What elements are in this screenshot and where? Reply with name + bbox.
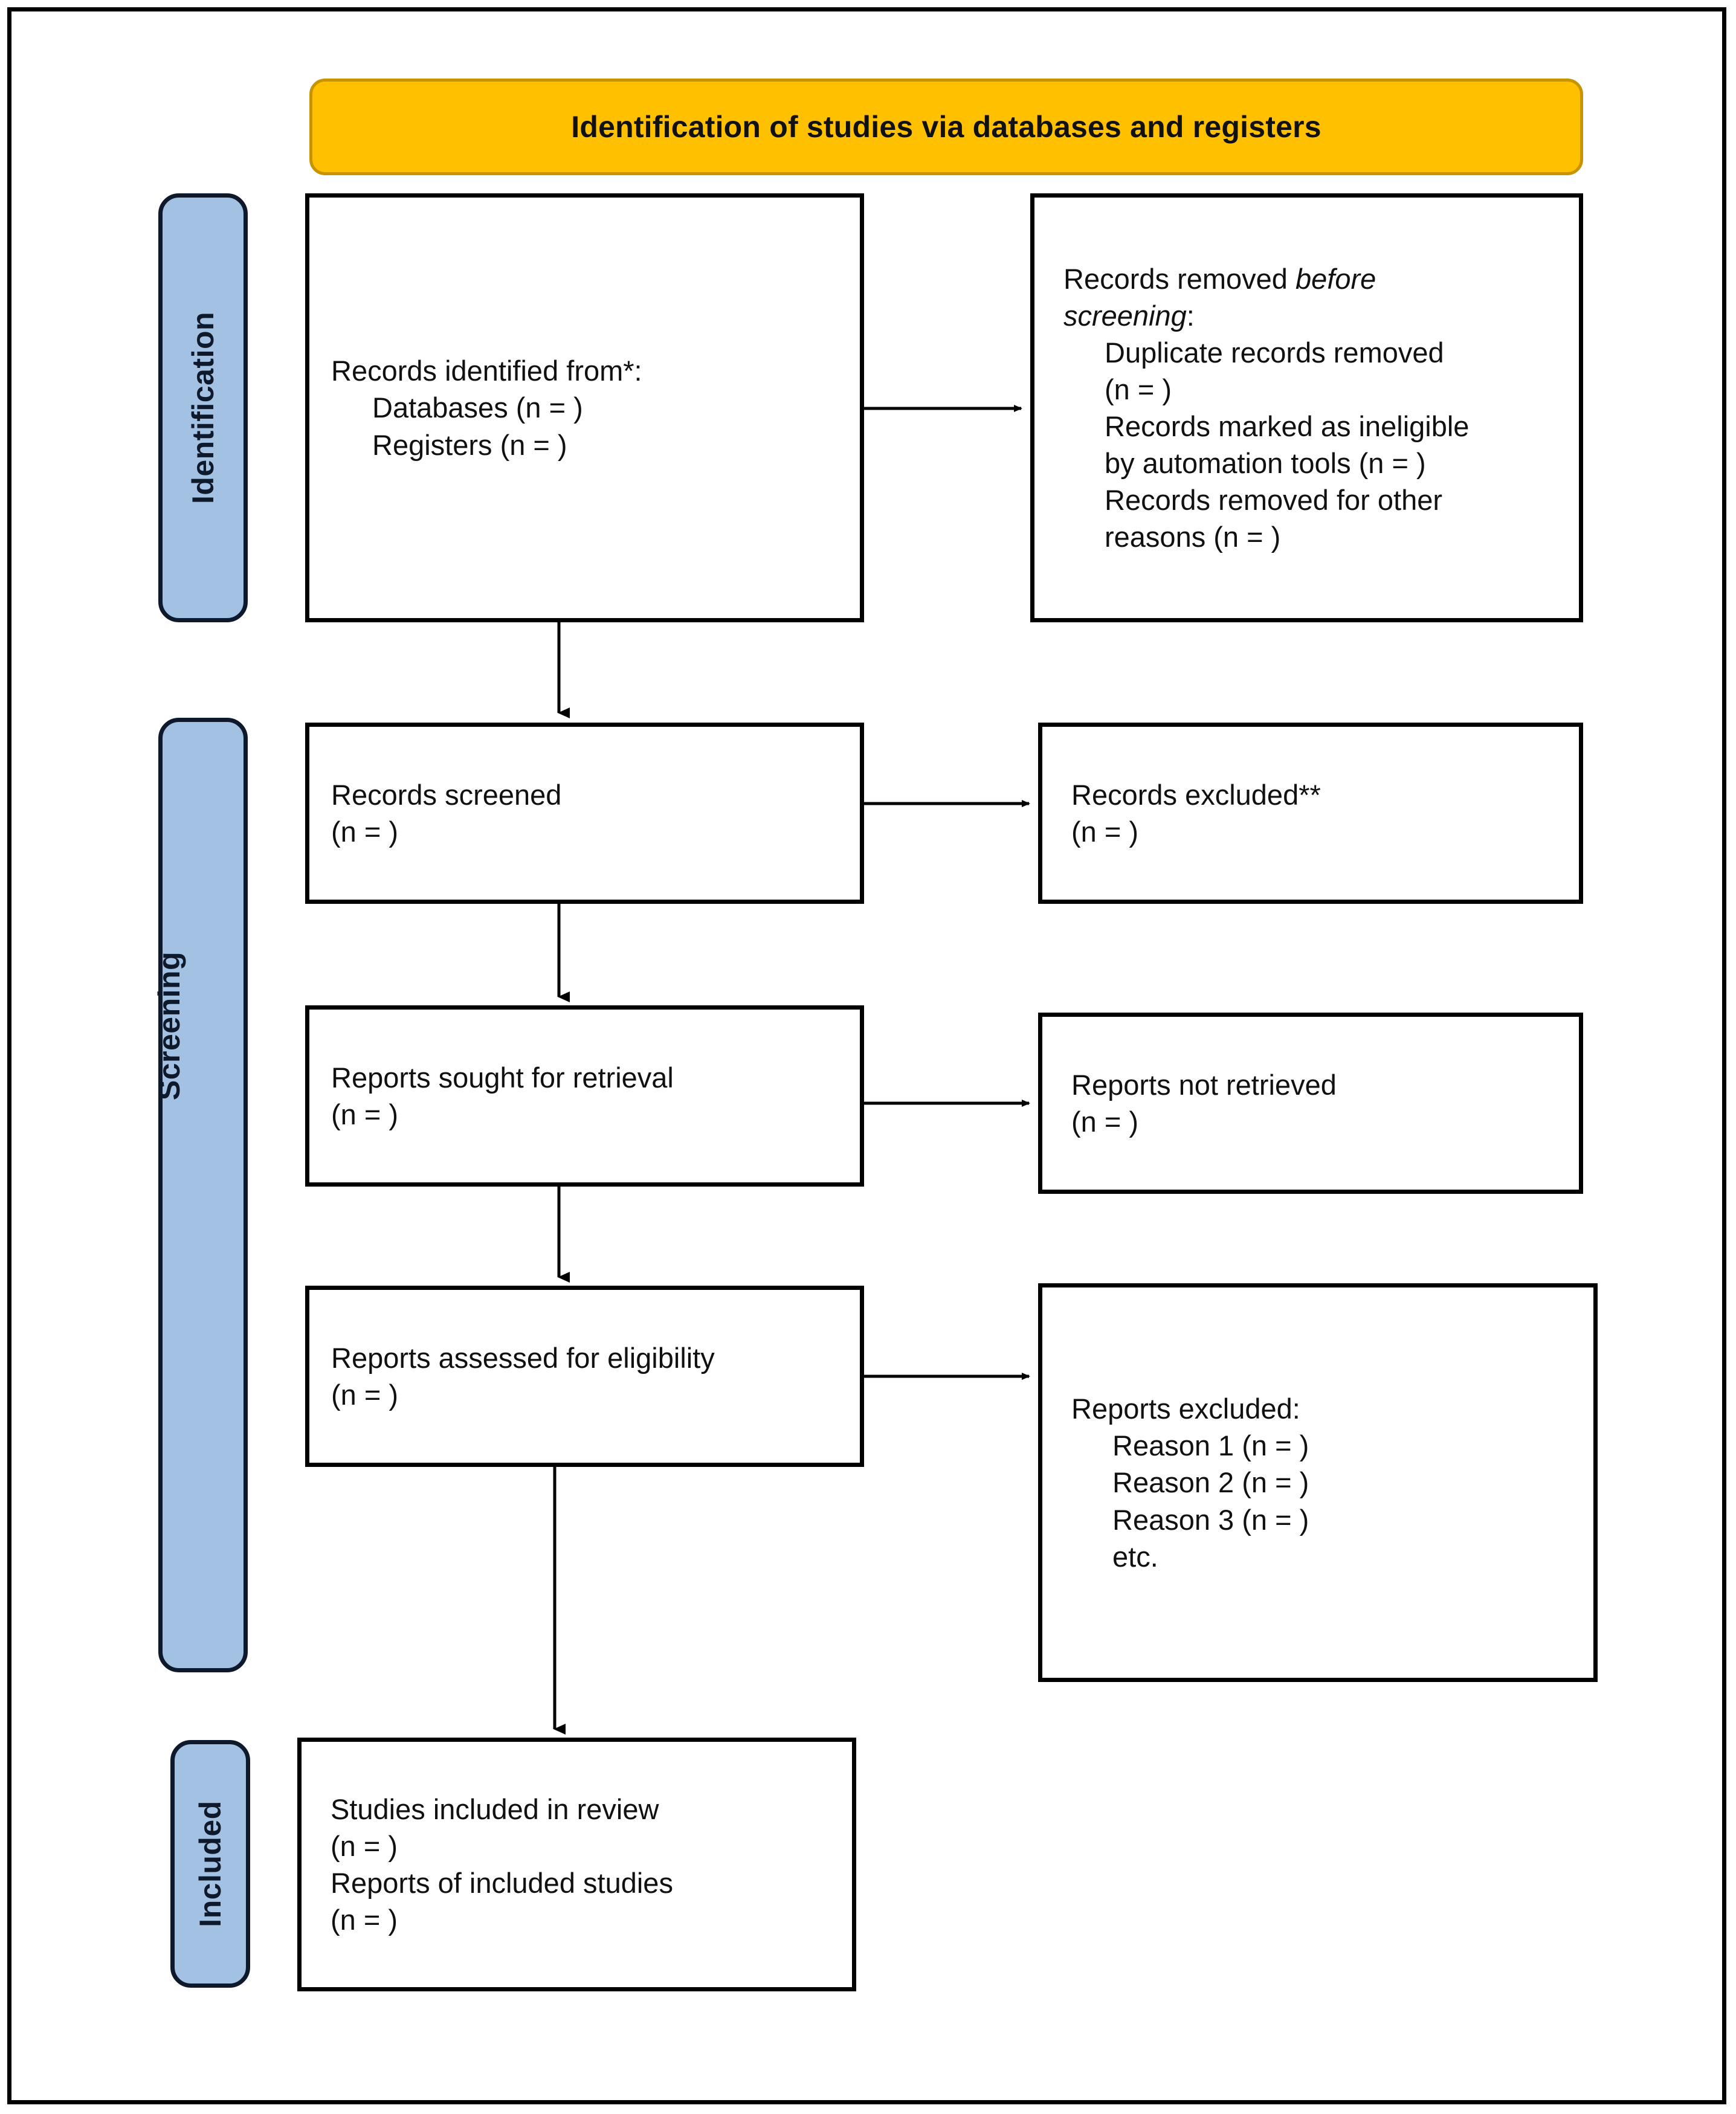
stage-bar-included: Included xyxy=(170,1740,250,1988)
box-reports-not-retrieved-content: Reports not retrieved (n = ) xyxy=(1042,1066,1579,1140)
text-line: (n = ) xyxy=(1105,373,1172,405)
text-line: Studies included in review xyxy=(331,1793,659,1825)
text-line: (n = ) xyxy=(331,1098,399,1130)
text-line: etc. xyxy=(1112,1540,1158,1573)
stage-label-included: Included xyxy=(193,1800,228,1927)
text-line: Records marked as ineligible xyxy=(1105,410,1470,442)
text-line: Reports of included studies xyxy=(331,1867,673,1899)
stage-bar-screening: Screening xyxy=(152,718,248,1672)
text-line: (n = ) xyxy=(331,816,399,848)
text-line: Registers (n = ) xyxy=(372,428,567,461)
box-reports-assessed: Reports assessed for eligibility (n = ) xyxy=(305,1286,864,1467)
text-line: Records screened xyxy=(331,778,562,811)
box-records-identified-content: Records identified from*: Databases (n =… xyxy=(309,352,860,463)
text-line: reasons (n = ) xyxy=(1105,521,1281,553)
text-line: screening: xyxy=(1063,297,1563,334)
text-line: Databases (n = ) xyxy=(372,392,583,424)
stage-bar-identification: Identification xyxy=(158,193,248,622)
stage-label-identification: Identification xyxy=(186,311,221,504)
box-records-screened: Records screened (n = ) xyxy=(305,723,864,904)
text-line: (n = ) xyxy=(331,1904,398,1936)
text-line: Duplicate records removed xyxy=(1105,336,1444,369)
text-line: Reason 2 (n = ) xyxy=(1112,1466,1309,1499)
text-line: Reports assessed for eligibility xyxy=(331,1341,715,1374)
box-records-removed: Records removed before screening: Duplic… xyxy=(1030,193,1583,622)
text-line: Reports excluded: xyxy=(1071,1393,1300,1425)
box-studies-included: Studies included in review (n = ) Report… xyxy=(297,1738,856,1991)
box-records-removed-content: Records removed before screening: Duplic… xyxy=(1034,260,1579,556)
box-reports-sought-content: Reports sought for retrieval (n = ) xyxy=(309,1059,860,1133)
box-reports-assessed-content: Reports assessed for eligibility (n = ) xyxy=(309,1339,860,1413)
page-border xyxy=(7,7,1726,2104)
box-reports-not-retrieved: Reports not retrieved (n = ) xyxy=(1038,1013,1583,1194)
banner-identification-header: Identification of studies via databases … xyxy=(309,79,1583,175)
text-line: Reports not retrieved xyxy=(1071,1068,1337,1101)
text-plain: : xyxy=(1186,299,1195,332)
box-reports-excluded-content: Reports excluded: Reason 1 (n = ) Reason… xyxy=(1042,1390,1593,1574)
box-reports-excluded: Reports excluded: Reason 1 (n = ) Reason… xyxy=(1038,1283,1598,1682)
text-line: Reports sought for retrieval xyxy=(331,1061,674,1094)
box-studies-included-content: Studies included in review (n = ) Report… xyxy=(302,1791,852,1938)
text-line: by automation tools (n = ) xyxy=(1105,447,1426,480)
box-records-screened-content: Records screened (n = ) xyxy=(309,776,860,850)
text-line: (n = ) xyxy=(1071,1106,1139,1138)
text-line: (n = ) xyxy=(1071,816,1139,848)
text-line: Records identified from*: xyxy=(331,355,642,387)
box-records-identified: Records identified from*: Databases (n =… xyxy=(305,193,864,622)
banner-title: Identification of studies via databases … xyxy=(571,110,1321,144)
text-line: Records excluded** xyxy=(1071,778,1321,811)
text-italic: screening xyxy=(1063,299,1187,332)
text-line: Records removed before xyxy=(1063,260,1563,297)
text-italic: before xyxy=(1296,262,1376,295)
text-line: (n = ) xyxy=(331,1379,399,1411)
stage-label-screening: Screening xyxy=(152,951,186,1101)
box-records-excluded-content: Records excluded** (n = ) xyxy=(1042,776,1579,850)
text-line: Reason 3 (n = ) xyxy=(1112,1503,1309,1536)
text-line: (n = ) xyxy=(331,1829,398,1862)
text-plain: Records removed xyxy=(1063,262,1296,295)
text-line: Reason 1 (n = ) xyxy=(1112,1429,1309,1462)
box-records-excluded: Records excluded** (n = ) xyxy=(1038,723,1583,904)
box-reports-sought: Reports sought for retrieval (n = ) xyxy=(305,1005,864,1187)
text-line: Records removed for other xyxy=(1105,484,1443,517)
